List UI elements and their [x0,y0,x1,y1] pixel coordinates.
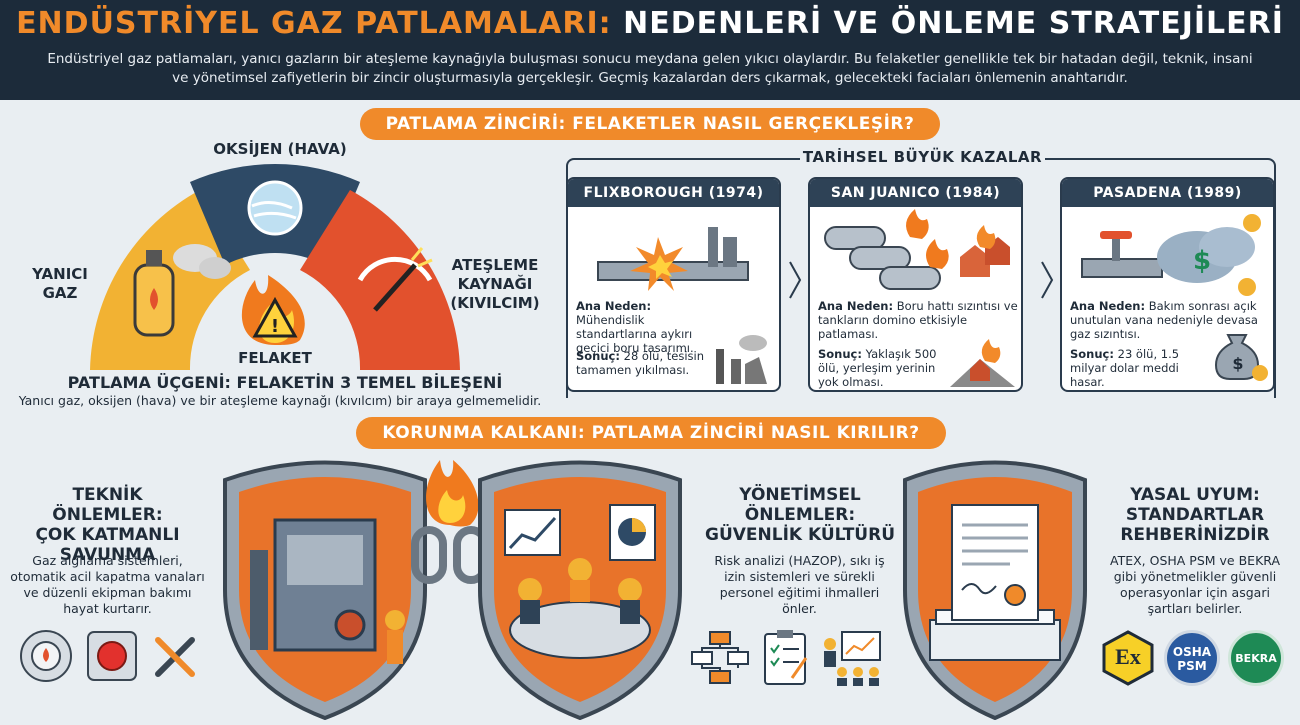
ignition-label: ATEŞLEME KAYNAĞI (KIVILCIM) [440,256,550,313]
tank-fire-icon [824,209,1010,290]
cause-text: Mühendislik standartlarına aykırı geçici… [576,313,694,355]
management-title-line3: GÜVENLİK KÜLTÜRÜ [705,525,895,545]
history-title: TARİHSEL BÜYÜK KAZALAR [800,148,1045,170]
card-title: FLIXBOROUGH (1974) [568,179,779,207]
fuel-label-line2: GAZ [42,284,78,302]
technical-title-line1: TEKNİK ÖNLEMLER: [52,485,163,525]
cause-label: Ana Neden: [818,299,894,313]
technical-title-line2: ÇOK KATMANLI [35,525,180,545]
psm-text: PSM [1177,659,1207,673]
svg-text:!: ! [271,316,279,337]
pipe-explosion-icon [597,227,749,291]
atex-ex-text: Ex [1115,644,1141,669]
technical-shield-graphic [223,460,427,720]
card-result: Sonuç: Yaklaşık 500 ölü, yerleşim yerini… [818,347,943,389]
management-body: Risk analizi (HAZOP), sıkı iş izin siste… [714,553,885,616]
osha-text: OSHA [1172,645,1212,659]
ignition-label-line2: KAYNAĞI [457,275,533,293]
legal-body: ATEX, OSHA PSM ve BEKRA gibi yönetmelikl… [1109,553,1280,616]
cause-text: Boru hattı sızıntısı ve tankların domino… [818,299,1018,341]
fuel-label-line1: YANICI [32,265,88,283]
wrench-screwdriver-icon [155,637,195,677]
history-card-pasadena: PASADENA (1989) $ Ana Neden: Bakım sonra… [1060,177,1275,392]
cause-text: Bakım sonrası açık unutulan vana nedeniy… [1070,299,1258,341]
fire-warning-icon: ! [241,275,305,345]
fuel-label: YANICI GAZ [20,265,100,303]
management-title-line1: YÖNETİMSEL [739,485,861,505]
checklist-icon [764,630,808,685]
result-text: 23 ölü, 1.5 milyar dolar meddi hasar. [1070,347,1180,389]
cause-label: Ana Neden: [1070,299,1146,313]
title-part1: ENDÜSTRİYEL GAZ PATLAMALARI: [16,6,612,41]
legal-title-line1: YASAL UYUM: [1130,485,1260,505]
oxygen-label: OKSİJEN (HAVA) [213,140,347,158]
disaster-label: FELAKET [238,349,312,367]
bekra-badge: BEKRA [1228,630,1284,686]
bekra-text: BEKRA [1235,652,1277,665]
technical-title-line3: SAVUNMA [59,545,156,565]
triangle-title: PATLAMA ÜÇGENİ: FELAKETİN 3 TEMEL BİLEŞE… [67,373,503,392]
fire-triangle-graphic: ! [90,164,460,370]
legal-shield-graphic [903,460,1087,720]
result-text: 28 ölü, tesisin tamamen yıkılması. [576,349,705,377]
gas-cylinder-icon [133,244,231,337]
emergency-stop-icon [87,631,137,681]
title-part2: NEDENLERİ VE ÖNLEME STRATEJİLERİ [623,6,1284,41]
card-cause: Ana Neden: Boru hattı sızıntısı ve tankl… [818,299,1018,341]
result-label: Sonuç: [1070,347,1114,361]
atex-ex-badge: Ex [1100,630,1156,686]
management-title: YÖNETİMSEL ÖNLEMLER: GÜVENLİK KÜLTÜRÜ [705,485,895,545]
card-cause: Ana Neden: Bakım sonrası açık unutulan v… [1070,299,1270,341]
history-card-flixborough: FLIXBOROUGH (1974) Ana Neden: Mühendisli… [566,177,781,392]
ruined-plant-icon [716,335,767,384]
valve-leak-icon: $ [1081,214,1261,296]
management-shield-graphic [478,460,682,720]
money-bag-icon: $ [1214,334,1268,381]
header-banner: ENDÜSTRİYEL GAZ PATLAMALARI: NEDENLERİ V… [0,0,1300,100]
osha-psm-badge: OSHA PSM [1164,630,1220,686]
history-card-san-juanico: SAN JUANICO (1984) Ana Neden: Boru hattı… [808,177,1023,392]
svg-text:$: $ [1232,354,1243,373]
broken-chain-fire-icon [411,460,489,584]
card-arrow-1 [789,261,802,299]
ignition-spark-icon [357,247,433,312]
gas-detector-icon [20,630,72,682]
section-pill-chain: PATLAMA ZİNCİRİ: FELAKETLER NASIL GERÇEK… [360,108,940,140]
atex-hexagon-icon [1102,630,1154,686]
card-arrow-2 [1041,261,1054,299]
ignition-segment [300,190,460,370]
result-label: Sonuç: [818,347,862,361]
legal-title-line3: REHBERİNİZDİR [1120,525,1270,545]
technical-body: Gaz algılama sistemleri, otomatik acil k… [10,553,205,616]
legal-title-line2: STANDARTLAR [1125,505,1265,525]
management-title-line2: ÖNLEMLER: [744,505,856,525]
technical-title: TEKNİK ÖNLEMLER: ÇOK KATMANLI SAVUNMA [15,485,200,565]
svg-text:$: $ [1193,246,1211,276]
page-title: ENDÜSTRİYEL GAZ PATLAMALARI: NEDENLERİ V… [0,6,1300,41]
ignition-label-line1: ATEŞLEME [451,256,539,274]
flowchart-icon [691,631,749,684]
card-result: Sonuç: 28 ölü, tesisin tamamen yıkılması… [576,349,711,377]
section-pill-shield: KORUNMA KALKANI: PATLAMA ZİNCİRİ NASIL K… [356,417,946,449]
burning-village-icon [950,339,1015,387]
cause-label: Ana Neden: [576,299,652,313]
card-result: Sonuç: 23 ölü, 1.5 milyar dolar meddi ha… [1070,347,1210,389]
result-text: Yaklaşık 500 ölü, yerleşim yerinin yok o… [818,347,937,389]
ignition-label-line3: (KIVILCIM) [450,294,540,312]
oxygen-globe-icon [247,180,303,236]
card-cause: Ana Neden: Mühendislik standartlarına ay… [576,299,716,355]
triangle-subtitle: Yanıcı gaz, oksijen (hava) ve bir ateşle… [18,393,542,408]
training-icon [824,631,881,686]
intro-text: Endüstriyel gaz patlamaları, yanıcı gazl… [47,51,1253,86]
result-label: Sonuç: [576,349,620,363]
legal-title: YASAL UYUM: STANDARTLAR REHBERİNİZDİR [1100,485,1290,545]
card-title: PASADENA (1989) [1062,179,1273,207]
card-title: SAN JUANICO (1984) [810,179,1021,207]
